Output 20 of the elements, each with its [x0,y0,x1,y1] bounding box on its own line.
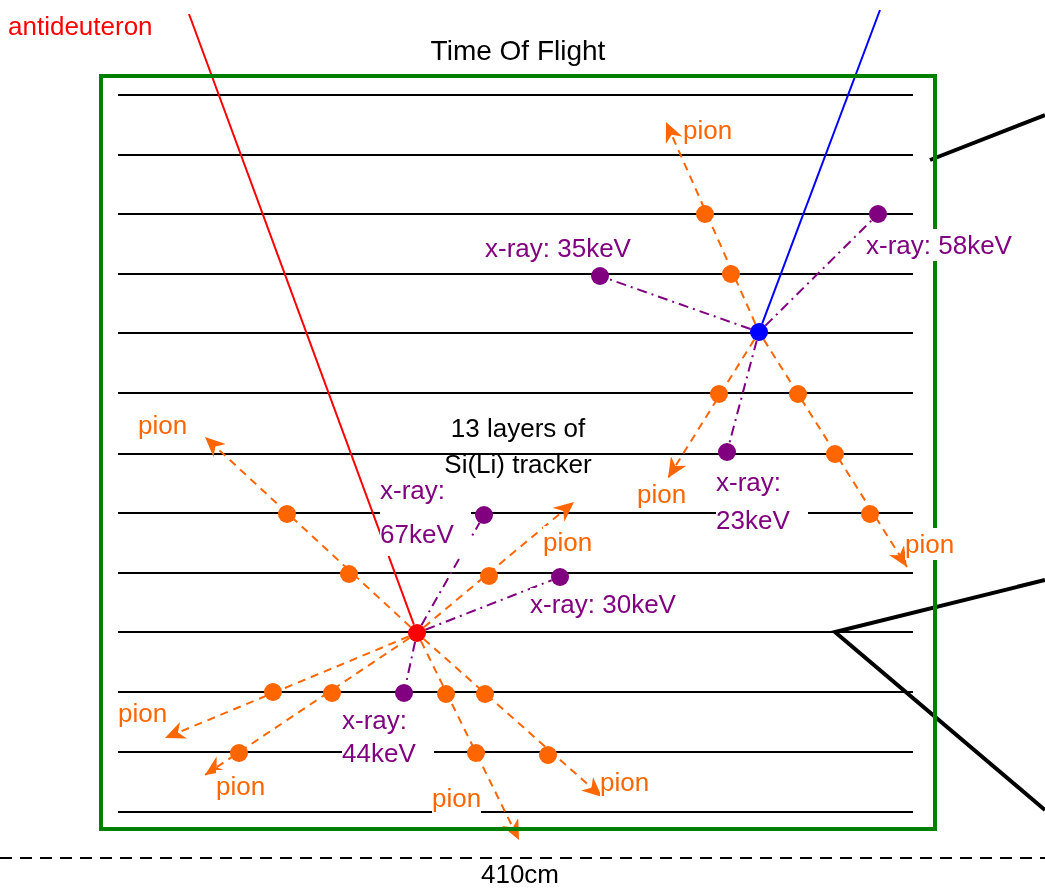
track-arrow [665,121,757,325]
track-arrow [164,635,410,739]
edge-label: pion [216,770,266,802]
track-arrow [204,637,411,776]
track-line [761,9,881,325]
track-arrow [667,338,756,479]
edge-label: pion [905,528,955,560]
track-line [764,219,873,327]
track-arrow [762,338,908,568]
particle-label: antideuteron [8,10,153,42]
track-arrow [204,436,412,628]
dimension-label: 410cm [479,859,560,889]
track-arrow [420,640,520,841]
track-line [420,521,481,627]
edge-label: pion [543,526,593,558]
track-line [728,339,758,445]
track-line [188,13,415,626]
detector-title: Time Of Flight [430,34,606,68]
track-line [424,579,553,631]
track-arrow [422,501,575,629]
